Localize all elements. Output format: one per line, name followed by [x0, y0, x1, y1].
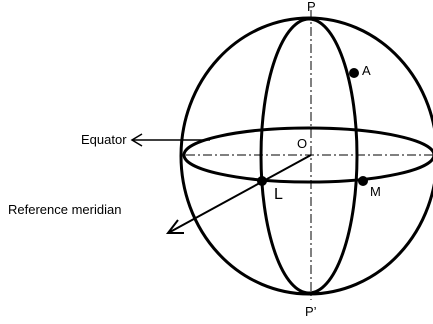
equator-ellipse: [182, 126, 433, 184]
sphere-outline: [179, 16, 433, 296]
reference-meridian-arrow: [169, 154, 312, 233]
equator-pointer-arrowhead: [130, 133, 143, 147]
label-south-pole: P’: [305, 304, 317, 319]
point-l-dot: [257, 176, 267, 186]
label-reference-meridian: Reference meridian: [8, 202, 122, 217]
label-point-m: M: [370, 184, 381, 199]
label-point-a: A: [362, 63, 371, 78]
meridian-ellipse: [259, 17, 359, 295]
label-north-pole: P: [307, 0, 316, 14]
label-equator: Equator: [81, 132, 127, 147]
label-point-l: L: [274, 186, 283, 203]
point-a-dot: [349, 68, 359, 78]
point-m-dot: [358, 176, 368, 186]
reference-meridian-arrowhead: [165, 219, 184, 234]
label-center: O: [297, 136, 308, 151]
